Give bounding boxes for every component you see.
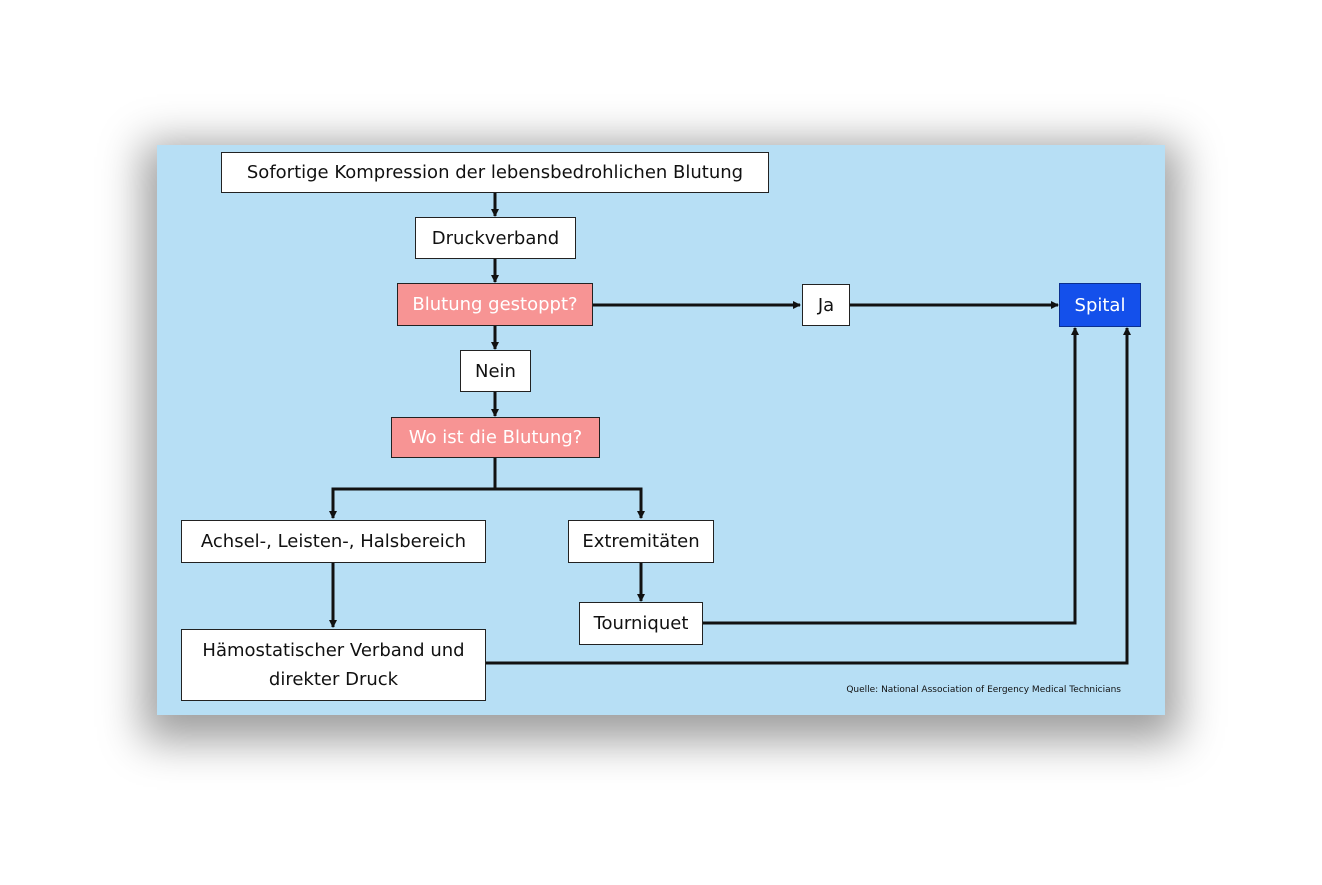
bleeding-location-question-label: Wo ist die Blutung?: [408, 427, 583, 448]
hospital-node: Spital: [1059, 283, 1141, 327]
hemostatic-dressing-label-line1: Hämostatischer Verband und: [202, 640, 465, 661]
bleeding-location-question-node: Wo ist die Blutung?: [391, 417, 600, 458]
tourniquet-node: Tourniquet: [579, 602, 703, 645]
connector-hemostatic-to-hospital: [485, 327, 1131, 665]
connector-location-to-extremities: [495, 487, 645, 519]
hospital-label: Spital: [1074, 294, 1126, 316]
connector-tourniquet-to-hospital: [703, 327, 1079, 625]
hemostatic-dressing-label-line2: direkter Druck: [268, 669, 399, 690]
start-node: Sofortige Kompression der lebensbedrohli…: [221, 152, 769, 193]
extremities-label: Extremitäten: [582, 531, 700, 552]
junctional-areas-node: Achsel-, Leisten-, Halsbereich: [181, 520, 486, 563]
yes-node: Ja: [802, 284, 850, 326]
bleeding-stopped-question-label: Blutung gestoppt?: [412, 294, 578, 315]
tourniquet-label: Tourniquet: [593, 613, 689, 634]
bleeding-stopped-question-node: Blutung gestoppt?: [397, 283, 593, 326]
flowchart-slide: Sofortige Kompression der lebensbedrohli…: [157, 145, 1165, 715]
extremities-node: Extremitäten: [568, 520, 714, 563]
start-node-label: Sofortige Kompression der lebensbedrohli…: [246, 162, 744, 183]
source-note: Quelle: National Association of Eergency…: [846, 685, 1121, 695]
no-label: Nein: [475, 360, 516, 382]
pressure-bandage-node: Druckverband: [415, 217, 576, 259]
connector-location-split: [329, 458, 497, 519]
no-node: Nein: [460, 350, 531, 392]
junctional-areas-label: Achsel-, Leisten-, Halsbereich: [200, 531, 467, 552]
yes-label: Ja: [817, 294, 835, 316]
hemostatic-dressing-node: Hämostatischer Verband und direkter Druc…: [181, 629, 486, 701]
connector-layer: [329, 193, 1131, 665]
pressure-bandage-label: Druckverband: [431, 227, 560, 249]
